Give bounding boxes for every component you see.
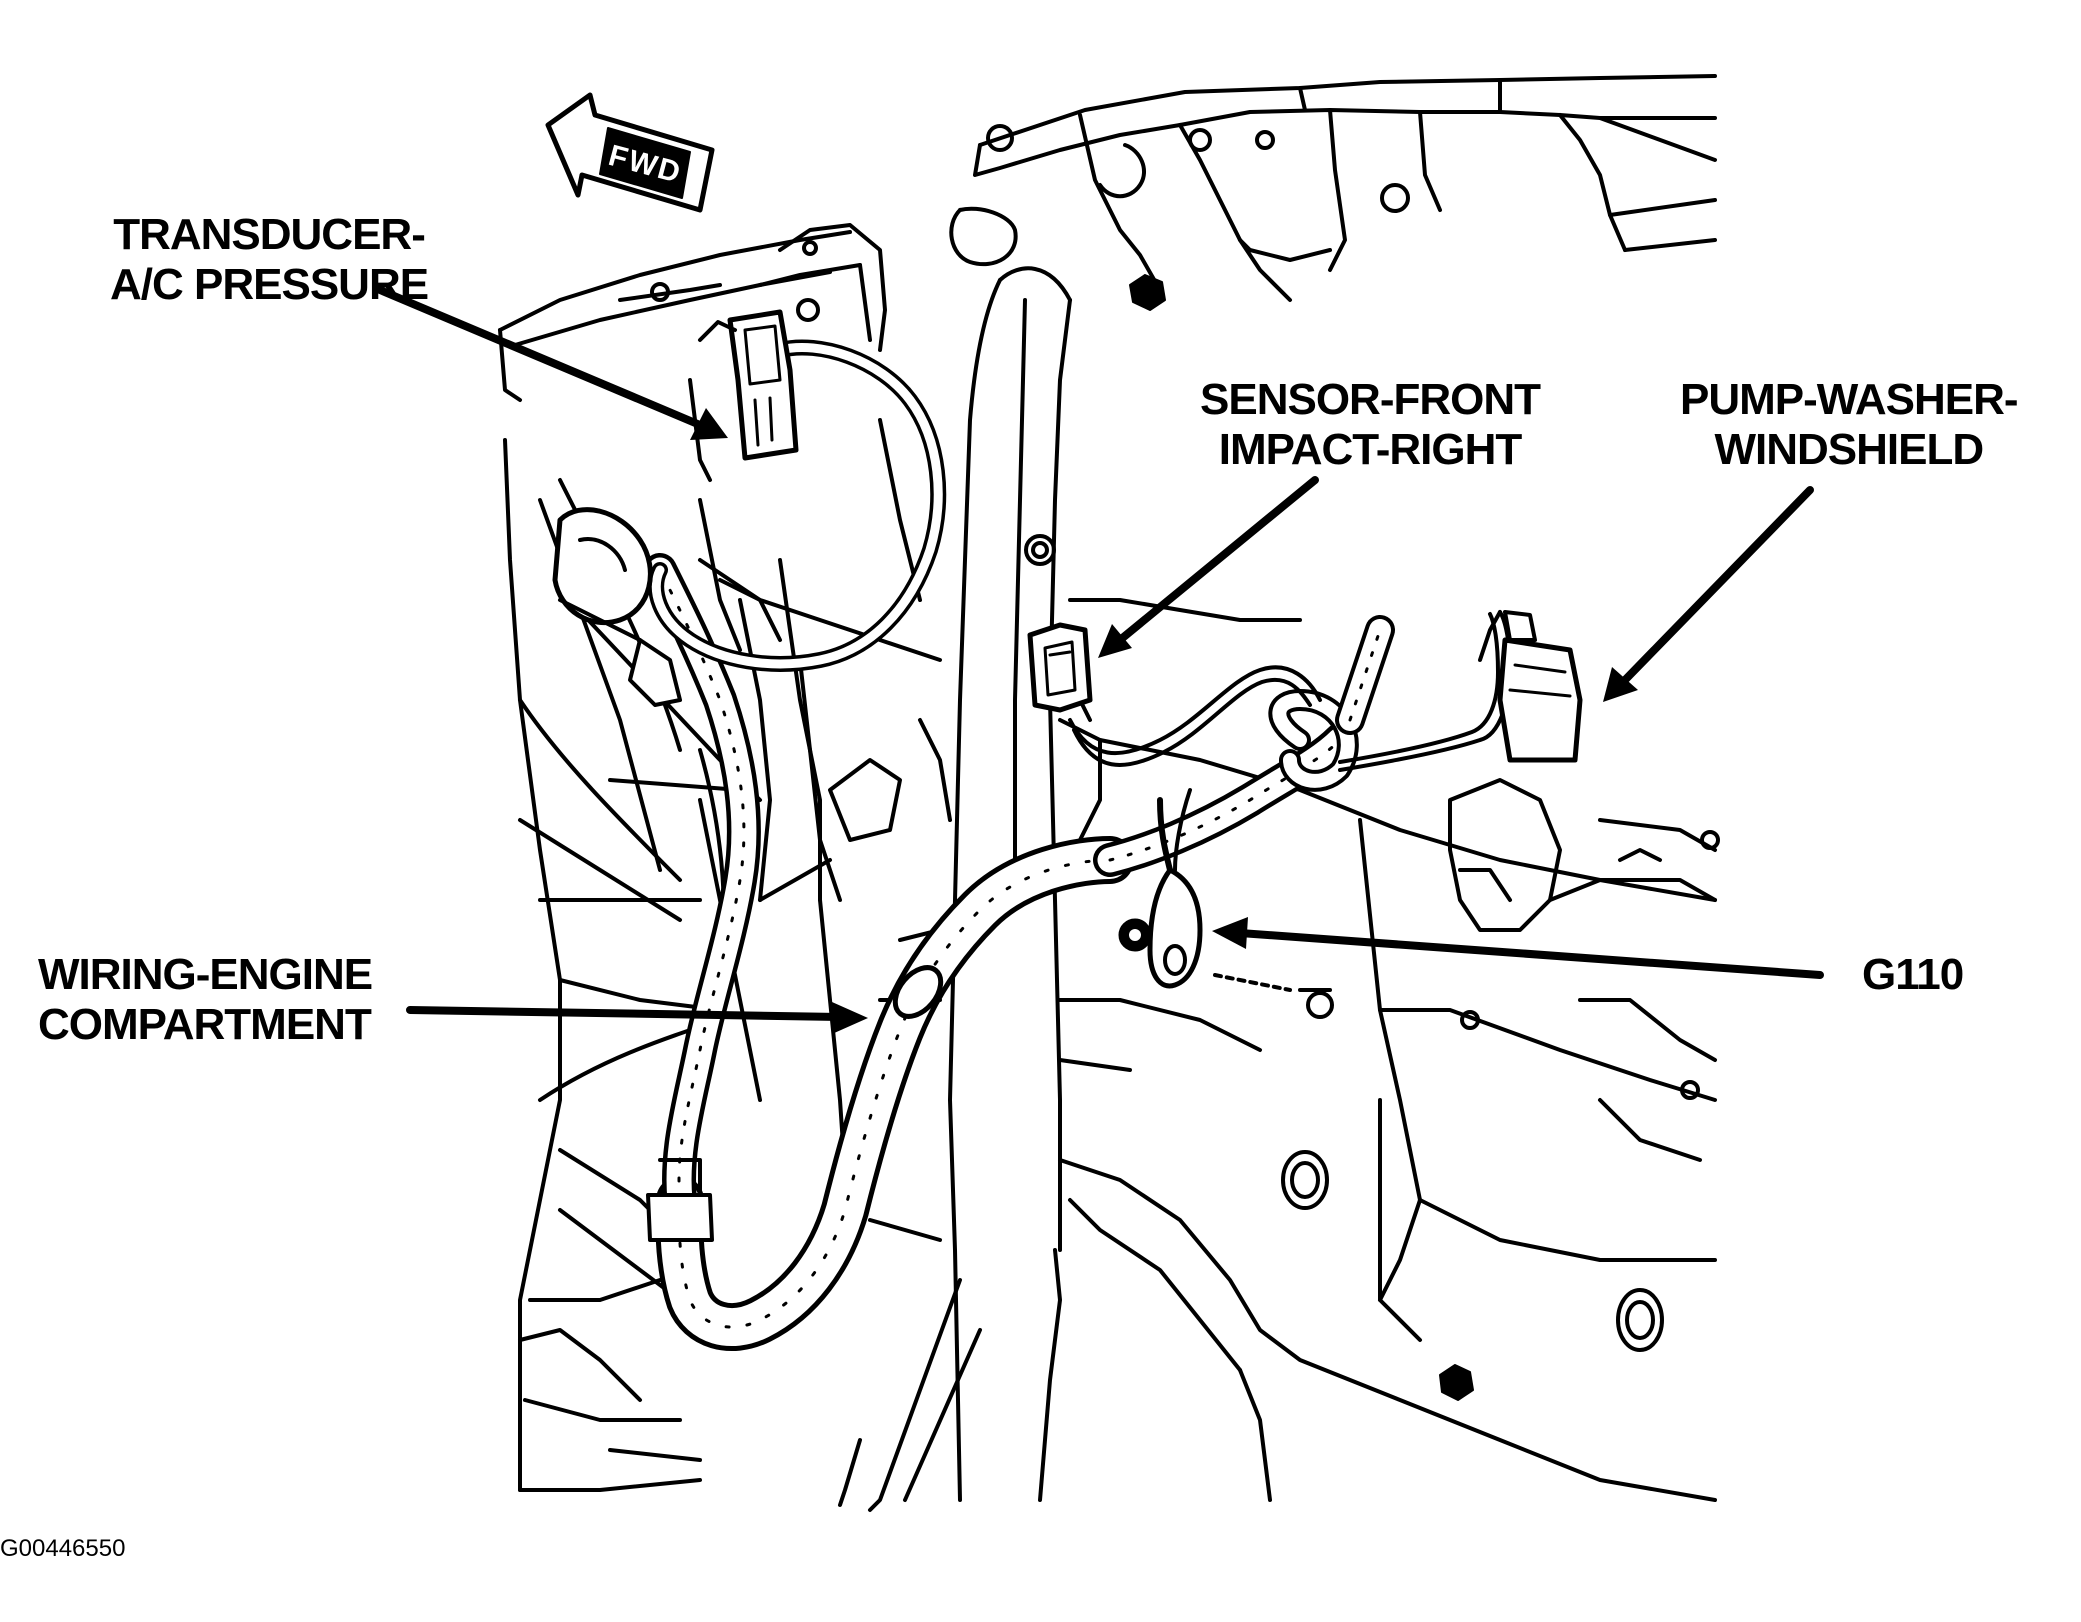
front-impact-sensor-shape	[1027, 622, 1093, 713]
arrowheads	[690, 408, 1638, 1034]
callout-transducer-line-2: A/C PRESSURE	[110, 260, 429, 309]
callout-wiring-line-1: WIRING-ENGINE	[38, 950, 373, 999]
figure-id: G00446550	[0, 1535, 126, 1562]
callout-g110: G110	[1862, 950, 1964, 1000]
callout-sensor-line-2: IMPACT-RIGHT	[1218, 425, 1523, 474]
callout-sensor-line-1: SENSOR-FRONT	[1200, 375, 1541, 424]
callout-pump-washer-windshield: PUMP-WASHER- WINDSHIELD	[1680, 375, 2019, 475]
callout-transducer-ac-pressure: TRANSDUCER- A/C PRESSURE	[110, 210, 429, 310]
callout-pump-line-1: PUMP-WASHER-	[1680, 375, 2019, 424]
transducer-harness	[552, 309, 947, 707]
fender-apron	[1058, 598, 1720, 1502]
callout-wiring-engine-compartment: WIRING-ENGINE COMPARTMENT	[38, 950, 373, 1050]
callout-sensor-front-impact-right: SENSOR-FRONT IMPACT-RIGHT	[1200, 375, 1541, 475]
callout-wiring-line-2: COMPARTMENT	[38, 1000, 372, 1049]
sensor-harness	[1068, 610, 1512, 877]
washer-pump-shape	[1478, 610, 1583, 763]
radiator-crossmember	[498, 206, 1018, 402]
fwd-arrow-icon	[545, 92, 715, 213]
callout-g110-line-1: G110	[1862, 950, 1964, 999]
fan-shroud	[503, 438, 852, 1492]
callout-pump-line-2: WINDSHIELD	[1714, 425, 1984, 474]
ground-g110-shape	[1118, 867, 1334, 1019]
leader-lines	[376, 286, 1824, 1021]
upper-body-panels	[973, 74, 1717, 311]
engine-harness	[643, 553, 1134, 1351]
callout-transducer-line-1: TRANSDUCER-	[113, 210, 426, 259]
